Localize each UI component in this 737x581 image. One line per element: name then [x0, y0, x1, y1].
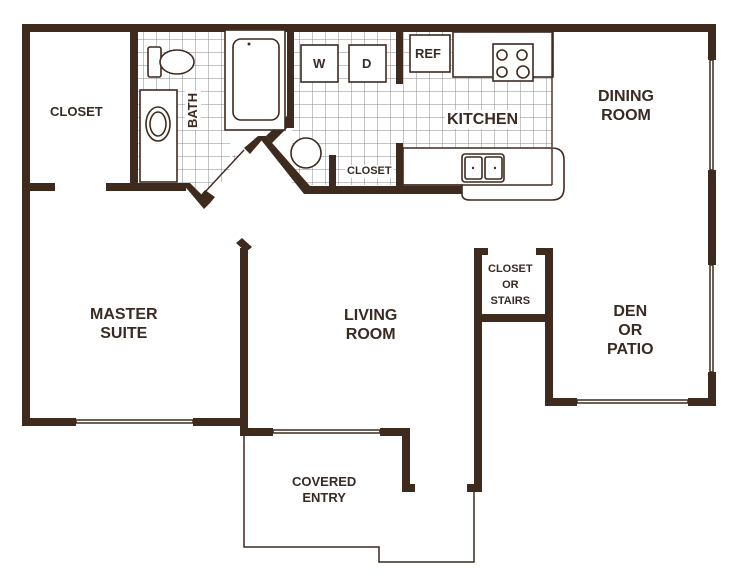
room-label-closet-master: CLOSET: [50, 104, 103, 119]
den-or-patio-line-2: OR: [618, 322, 643, 340]
living-room-line-1: LIVING: [344, 307, 398, 324]
room-label-den-or-patio: DEN OR PATIO: [607, 302, 654, 360]
covered-entry-line-2: ENTRY: [302, 489, 346, 505]
toilet-icon: [147, 46, 195, 78]
closet-or-stairs-line-3: STAIRS: [490, 295, 531, 307]
covered-entry-line-1: COVERED: [292, 474, 357, 489]
room-label-closet-or-stairs: CLOSET OR STAIRS: [488, 261, 533, 309]
living-room-line-2: ROOM: [345, 326, 396, 344]
room-label-closet-laundry: CLOSET: [345, 165, 394, 179]
room-label-living-room: LIVING ROOM: [344, 306, 397, 344]
bathtub-icon: [224, 29, 286, 131]
closet-or-stairs-line-1: CLOSET: [488, 263, 533, 275]
den-or-patio-line-3: PATIO: [607, 341, 654, 359]
covered-entry-outline: [243, 432, 475, 563]
dining-room-line-2: ROOM: [601, 107, 651, 125]
room-label-dryer: D: [362, 56, 372, 71]
dryer-icon: [348, 44, 387, 83]
stove-icon: [492, 43, 534, 82]
dining-room-line-1: DINING: [598, 88, 654, 105]
closet-or-stairs-line-2: OR: [502, 279, 519, 291]
room-label-covered-entry: COVERED ENTRY: [292, 474, 356, 505]
den-or-patio-line-1: DEN: [613, 303, 648, 320]
room-label-dining-room: DINING ROOM: [598, 87, 654, 125]
room-label-refrigerator: REF: [415, 46, 441, 61]
water-heater-icon: [290, 137, 322, 169]
master-suite-line-1: MASTER: [90, 306, 158, 323]
master-suite-line-2: SUITE: [100, 325, 148, 343]
room-label-washer: W: [313, 56, 326, 71]
room-label-kitchen: KITCHEN: [445, 110, 521, 130]
sink-vanity-icon: [139, 89, 178, 183]
kitchen-sink-icon: [461, 153, 505, 183]
refrigerator-icon: [409, 34, 451, 73]
exterior-walls: [22, 24, 716, 426]
interior-walls: [22, 24, 553, 492]
washer-icon: [300, 44, 339, 83]
room-label-master-suite: MASTER SUITE: [90, 305, 158, 343]
room-label-bath: BATH: [185, 90, 201, 130]
